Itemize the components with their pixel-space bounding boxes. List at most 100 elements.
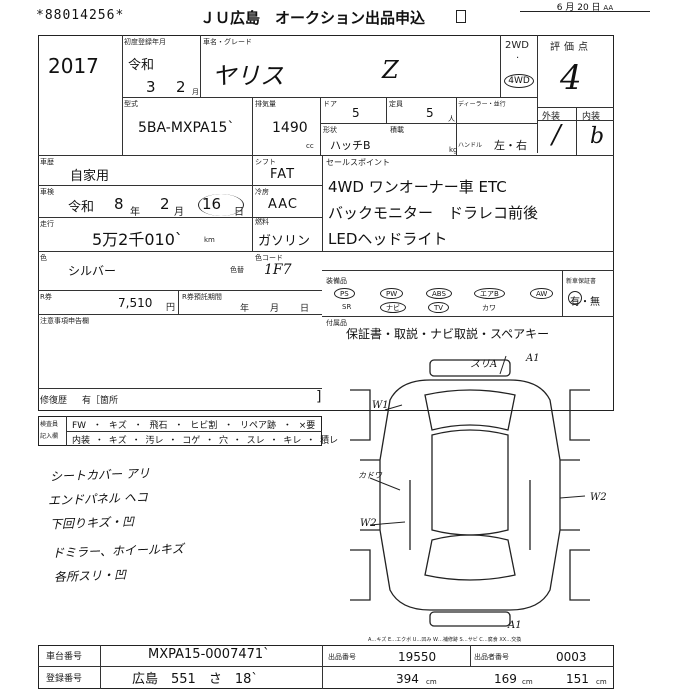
car-grade: Z (382, 56, 399, 84)
damage-mark-2: A1 (526, 353, 540, 364)
height: 151 (566, 672, 589, 686)
fw-item-4: リペア跡 ・ (240, 421, 299, 431)
interior-item-0: 内装 ・ (72, 436, 109, 446)
length-unit: cm (426, 678, 437, 686)
equip-leather: カワ (482, 304, 496, 312)
interior-item-2: 汚レ ・ (145, 436, 183, 446)
warranty-book-label: 新車保証書 (566, 278, 597, 285)
mileage-label: 走行 (40, 220, 54, 228)
car-damage-diagram (350, 355, 590, 627)
sales-point-line-2: バックモニター ドラレコ前後 (328, 204, 539, 222)
title-box-icon (456, 10, 466, 23)
plate-no: 広島 551 さ 18` (132, 672, 258, 687)
repair-label: 修復歴 (40, 396, 68, 406)
width-unit: cm (522, 678, 533, 686)
height-unit: cm (596, 678, 607, 686)
equip-navi: ナビ (380, 302, 406, 313)
color-label: 色 (40, 254, 47, 262)
body-type-label: 形状 (323, 126, 337, 134)
mileage: 5万2千010` (92, 230, 183, 249)
handle-value: 左・右 (494, 139, 527, 152)
equip-ps: PS (334, 288, 355, 299)
handwritten-note-4: ドミラー、ホイールキズ (51, 541, 185, 561)
sales-point-line-1: 4WD ワンオーナー車 ETC (328, 178, 507, 196)
footer-box (38, 645, 614, 689)
interior-item-3: コゲ ・ (182, 436, 219, 446)
repair-value: 有［箇所 (82, 396, 119, 406)
equipment-label: 装備品 (326, 277, 347, 285)
color-code: 1F7 (264, 262, 292, 278)
fuel: ガソリン (258, 234, 311, 249)
model-label: 型式 (124, 100, 138, 108)
date-value: 6 月 20 日 (556, 3, 601, 13)
exhibitor-label: 出品者番号 (474, 653, 509, 661)
fw-item-2: 飛石 ・ (149, 421, 191, 431)
interior-item-7: 積レ (320, 436, 339, 446)
interior-item-6: キレ ・ (283, 436, 321, 446)
interior-grade: b (590, 124, 605, 149)
interior-item-1: キズ ・ (108, 436, 146, 446)
recycle-unit: 円 (166, 303, 176, 313)
displacement: 1490 (272, 120, 308, 136)
displacement-label: 排気量 (255, 100, 276, 108)
entry-no: 19550 (398, 650, 437, 664)
equip-abs: ABS (426, 288, 452, 299)
car-name: ヤリス (212, 62, 284, 90)
equip-airbag: エアB (474, 288, 505, 299)
recycle-date: 年 月 日 (240, 304, 316, 314)
load-unit: kg (449, 146, 458, 154)
exterior-grade: / (552, 120, 561, 150)
exhibitor-no: 0003 (556, 650, 587, 664)
accessories: 保証書・取説・ナビ取説・スペアキー (346, 327, 550, 341)
usage: 自家用 (70, 169, 110, 184)
body-type: ハッチB (330, 139, 371, 152)
recycle: 7,510 (118, 296, 153, 310)
sales-point-label: セールスポイント (326, 158, 390, 167)
insp-month-unit: 月 (174, 207, 184, 218)
plate-label: 登録番号 (46, 674, 83, 684)
chassis-label: 車台番号 (46, 652, 83, 662)
damage-mark-6: W2 (590, 492, 607, 503)
damage-mark-5: W2 (360, 518, 377, 529)
damage-mark-1: スリA (470, 359, 498, 370)
fuel-label: 燃料 (255, 218, 269, 226)
displacement-unit: cc (306, 142, 314, 150)
handwritten-note-2: エンドパネル ヘコ (47, 490, 149, 508)
insp-year-unit: 年 (130, 207, 140, 218)
entry-no-label: 出品番号 (328, 653, 356, 661)
color-code-label: 色コード (255, 254, 283, 262)
fw-row: FW ・ キズ ・ 飛石 ・ ヒビ割 ・ リペア跡 ・ ×要 (72, 418, 315, 431)
insp-month: 2 (160, 195, 170, 213)
score-label: 評価点 (550, 42, 592, 53)
interior-label: 内装 (582, 112, 601, 122)
equip-pw: PW (380, 288, 404, 299)
inspection-label: 車検 (40, 188, 54, 196)
doors-label: ドア (323, 100, 337, 108)
interior-row: 内装 ・ キズ ・ 汚レ ・ コゲ ・ 穴 ・ スレ ・ キレ ・ 積レ (72, 433, 338, 446)
handwritten-note-1: シートカバー アリ (49, 466, 151, 484)
dealer-label: ディーラー・並行 (458, 101, 506, 108)
sales-point-line-3: LEDヘッドライト (328, 230, 448, 248)
drive-4wd-circled: 4WD (504, 74, 534, 88)
recycle-date-label: R券預託期間 (182, 293, 222, 301)
inspector-label: 検査員記入欄 (40, 421, 59, 440)
handwritten-note-5: 各所スリ・凹 (53, 567, 127, 585)
mileage-unit: km (204, 236, 215, 244)
fw-item-5: ×要 (298, 421, 316, 431)
recycle-label: R券 (40, 293, 52, 301)
equip-aw: AW (530, 288, 554, 299)
damage-legend: A…キズ E…エクボ U…凹み W…補修跡 S…サビ C…腐食 XX…交換 (368, 637, 522, 643)
insp-day-unit: 日 (234, 207, 244, 218)
reg-month: 2 (176, 78, 186, 96)
chassis-no: MXPA15-0007471` (148, 647, 270, 662)
interior-item-5: スレ ・ (246, 436, 284, 446)
warranty-book-value: 有・無 (570, 297, 600, 308)
equip-sr: SR (342, 303, 352, 311)
sheet-title: ＪＵ広島 オークション出品申込 (200, 9, 426, 27)
damage-mark-4: カドワ (358, 471, 382, 480)
accessories-label: 付属品 (326, 319, 347, 327)
first-reg-label: 初度登録年月 (124, 38, 166, 46)
handwritten-note-3: 下回りキズ・凹 (49, 514, 135, 532)
date-suffix: AA (603, 4, 614, 12)
reg-year: 3 (146, 78, 156, 96)
